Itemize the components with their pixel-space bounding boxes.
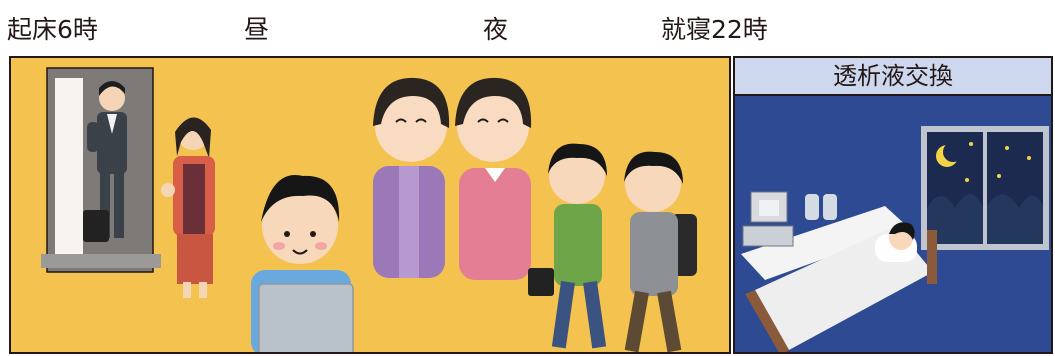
daytime-panel bbox=[9, 56, 731, 354]
night-window-icon bbox=[921, 126, 1049, 250]
man-leaving-door-icon bbox=[41, 67, 161, 273]
dialysis-bed-icon bbox=[741, 191, 937, 352]
time-label-sleep: 就寝22時 bbox=[661, 15, 768, 44]
time-label-wake: 起床6時 bbox=[7, 15, 98, 44]
time-label-night: 夜 bbox=[483, 15, 509, 44]
two-women-chatting-icon bbox=[373, 77, 532, 280]
time-label-noon: 昼 bbox=[244, 15, 270, 44]
woman-apron-icon bbox=[161, 117, 215, 298]
boy-laptop-icon bbox=[251, 174, 354, 352]
two-men-walking-icon bbox=[528, 143, 697, 352]
nighttime-panel: 透析液交換 bbox=[733, 56, 1053, 354]
night-panel-title: 透析液交換 bbox=[735, 58, 1051, 96]
